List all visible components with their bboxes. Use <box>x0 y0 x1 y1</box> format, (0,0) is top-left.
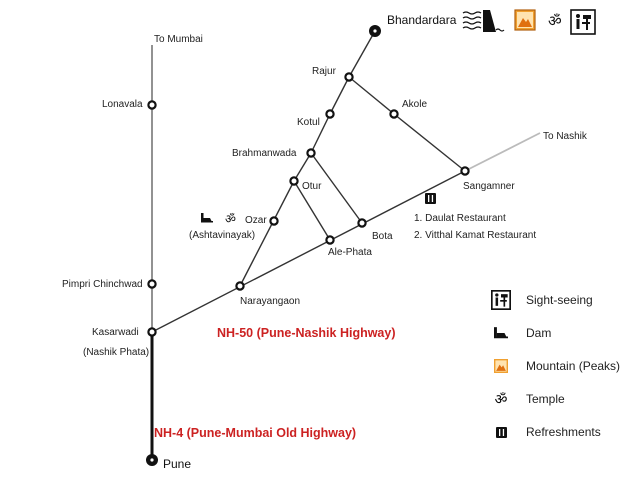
node-pimpri-chinchwad <box>147 279 157 289</box>
label-narayangaon: Narayangaon <box>240 296 301 307</box>
node-kasarwadi <box>147 327 157 337</box>
road-kotul-brahmanwada <box>310 113 331 154</box>
road-rajur-bhandardara <box>348 30 376 78</box>
label-kotul: Kotul <box>297 117 320 128</box>
label-pimpri-chinchwad: Pimpri Chinchwad <box>62 279 143 290</box>
node-lonavala <box>147 100 157 110</box>
label-sangamner: Sangamner <box>463 181 515 192</box>
restaurant-1: 1. Daulat Restaurant <box>414 213 506 224</box>
road-to-nashik <box>464 132 541 172</box>
label-ashtavinayak: (Ashtavinayak) <box>189 230 256 241</box>
node-brahmanwada <box>306 148 316 158</box>
label-nh4: NH-4 (Pune-Mumbai Old Highway) <box>154 426 357 440</box>
road-rajur-kotul <box>329 76 350 115</box>
legend-label: Sight-seeing <box>526 293 593 307</box>
label-ozar: Ozar <box>245 215 267 226</box>
road-otur-ozar-narayangaon <box>239 180 295 287</box>
legend-item-sightseeing: Sight-seeing <box>490 289 593 311</box>
legend-item-temple: ॐ Temple <box>490 388 565 410</box>
road-otur-alephata <box>293 180 331 241</box>
label-brahmanwada: Brahmanwada <box>232 148 297 159</box>
node-otur <box>289 176 299 186</box>
label-bota: Bota <box>372 231 393 242</box>
label-nashik-phata: (Nashik Phata) <box>83 347 150 358</box>
sangamner-refreshments-icon <box>425 193 436 204</box>
label-ale-phata: Ale-Phata <box>328 247 372 258</box>
mountain-icon <box>514 9 536 31</box>
label-to-mumbai: To Mumbai <box>154 34 203 45</box>
ozar-temple-icon: ॐ <box>225 212 236 226</box>
label-rajur: Rajur <box>312 66 336 77</box>
label-to-nashik: To Nashik <box>543 131 587 142</box>
sightseeing-icon <box>570 9 596 35</box>
legend-label: Refreshments <box>526 425 601 439</box>
dam-icon <box>490 322 512 344</box>
restaurant-2: 2. Vitthal Kamat Restaurant <box>414 230 537 241</box>
mountain-icon <box>490 355 512 377</box>
legend-label: Temple <box>526 392 565 406</box>
label-nh50: NH-50 (Pune-Nashik Highway) <box>217 326 396 340</box>
road-rajur-akole <box>348 76 395 115</box>
node-sangamner <box>460 166 470 176</box>
label-akole: Akole <box>402 99 428 110</box>
node-ozar <box>269 216 279 226</box>
node-ale-phata <box>325 235 335 245</box>
temple-icon: ॐ <box>494 391 508 408</box>
legend-item-mountain: Mountain (Peaks) <box>490 355 620 377</box>
node-narayangaon <box>235 281 245 291</box>
node-akole <box>389 109 399 119</box>
node-kotul <box>325 109 335 119</box>
legend-item-refreshments: Refreshments <box>490 421 601 443</box>
label-otur: Otur <box>302 181 322 192</box>
legend-label: Mountain (Peaks) <box>526 359 621 373</box>
legend-item-dam: Dam <box>490 322 551 344</box>
label-kasarwadi: Kasarwadi <box>92 327 139 338</box>
dam-icon <box>462 10 505 32</box>
node-rajur <box>344 72 354 82</box>
node-bota <box>357 218 367 228</box>
road-akole-sangamner <box>393 113 466 172</box>
road-brahmanwada-bota <box>310 152 363 224</box>
label-lonavala: Lonavala <box>102 99 143 110</box>
ozar-dam-icon <box>201 213 213 223</box>
refreshments-icon <box>490 421 512 443</box>
legend-label: Dam <box>526 326 552 340</box>
road-nh50 <box>151 170 466 333</box>
sightseeing-icon <box>490 289 512 311</box>
road-brahmanwada-otur <box>293 152 312 182</box>
temple-icon: ॐ <box>548 12 562 30</box>
label-bhandardara: Bhandardara <box>387 13 457 27</box>
label-pune: Pune <box>163 457 192 471</box>
